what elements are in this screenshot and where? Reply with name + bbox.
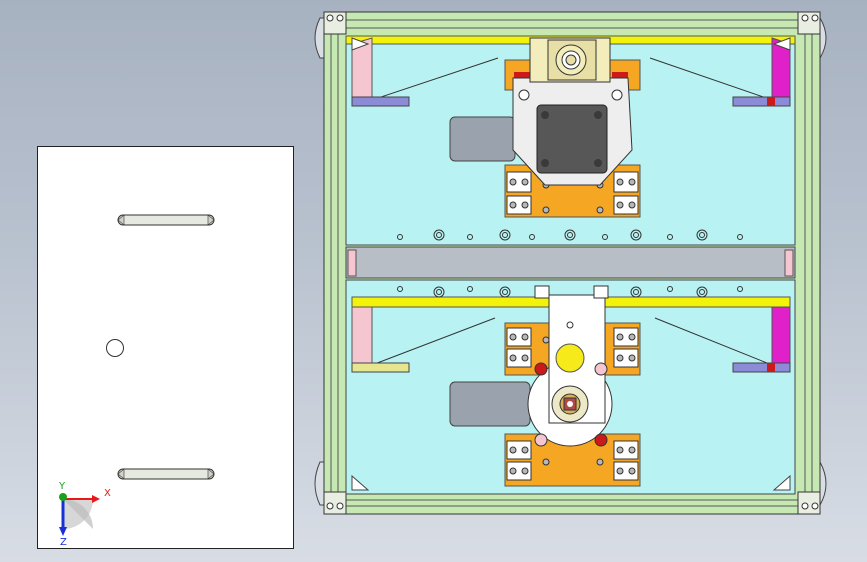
x-axis-label: X	[104, 488, 111, 499]
y-axis-dot	[59, 493, 67, 501]
middle-crossbar	[345, 246, 796, 279]
slot-bottom	[117, 468, 215, 480]
base-plate[interactable]: X Y Z	[37, 146, 294, 549]
slot-top	[117, 214, 215, 226]
base-plate-drawing: X Y Z	[58, 214, 215, 548]
coordinate-triad: X Y Z	[58, 481, 111, 548]
round-hole	[106, 339, 124, 357]
lower-carriage	[504, 285, 641, 487]
z-axis-label: Z	[60, 537, 67, 548]
upper-carriage	[504, 37, 641, 218]
y-axis-label: Y	[58, 481, 66, 492]
